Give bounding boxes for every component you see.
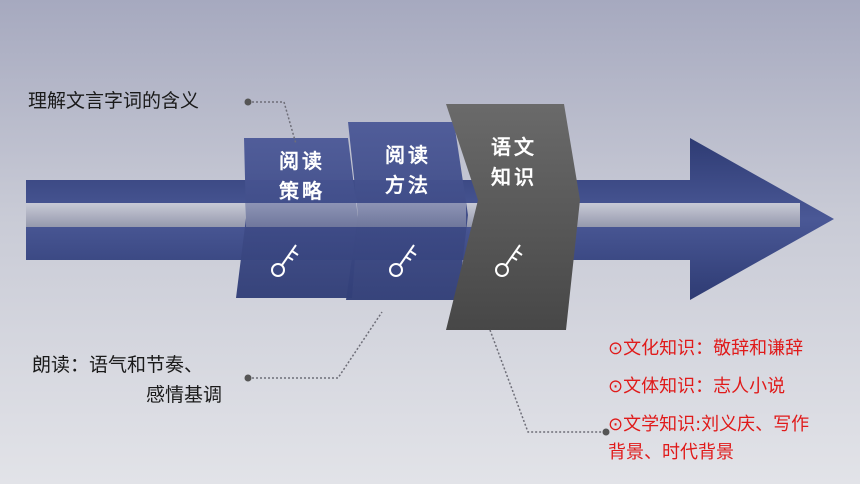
tab-label-line: 语文	[491, 135, 537, 159]
tab-reading-method: 阅读 方法	[368, 140, 448, 200]
connector-bottom-left	[248, 311, 383, 379]
connector-dot	[244, 374, 252, 382]
note-literature-knowledge: ⊙文学知识:刘义庆、写作	[608, 414, 810, 435]
tab-chinese-knowledge: 语文 知识	[474, 132, 554, 192]
connector-dot	[244, 98, 252, 106]
key-icon	[389, 244, 417, 277]
key-icon	[271, 244, 299, 277]
key-icon	[495, 244, 523, 277]
note-genre-knowledge: ⊙文体知识：志人小说	[608, 376, 786, 397]
note-literature-knowledge-cont: 背景、时代背景	[608, 442, 734, 463]
note-culture-knowledge: ⊙文化知识：敬辞和谦辞	[608, 338, 804, 359]
note-reading-aloud-cont: 感情基调	[146, 384, 223, 406]
tab-label-line: 方法	[385, 173, 431, 197]
tab-reading-strategy: 阅读 策略	[262, 146, 342, 206]
tab-label-line: 知识	[491, 165, 537, 189]
connector-dot	[602, 428, 610, 436]
tab-label-line: 阅读	[279, 149, 325, 173]
tab-label-line: 阅读	[385, 143, 431, 167]
note-word-meaning: 理解文言字词的含义	[28, 90, 200, 112]
connector-right	[489, 329, 604, 433]
note-reading-aloud: 朗读：语气和节奏、	[32, 354, 204, 376]
connector-top	[248, 101, 297, 145]
tab-chinese-knowledge-shape	[446, 104, 580, 330]
tab-label-line: 策略	[279, 179, 325, 203]
